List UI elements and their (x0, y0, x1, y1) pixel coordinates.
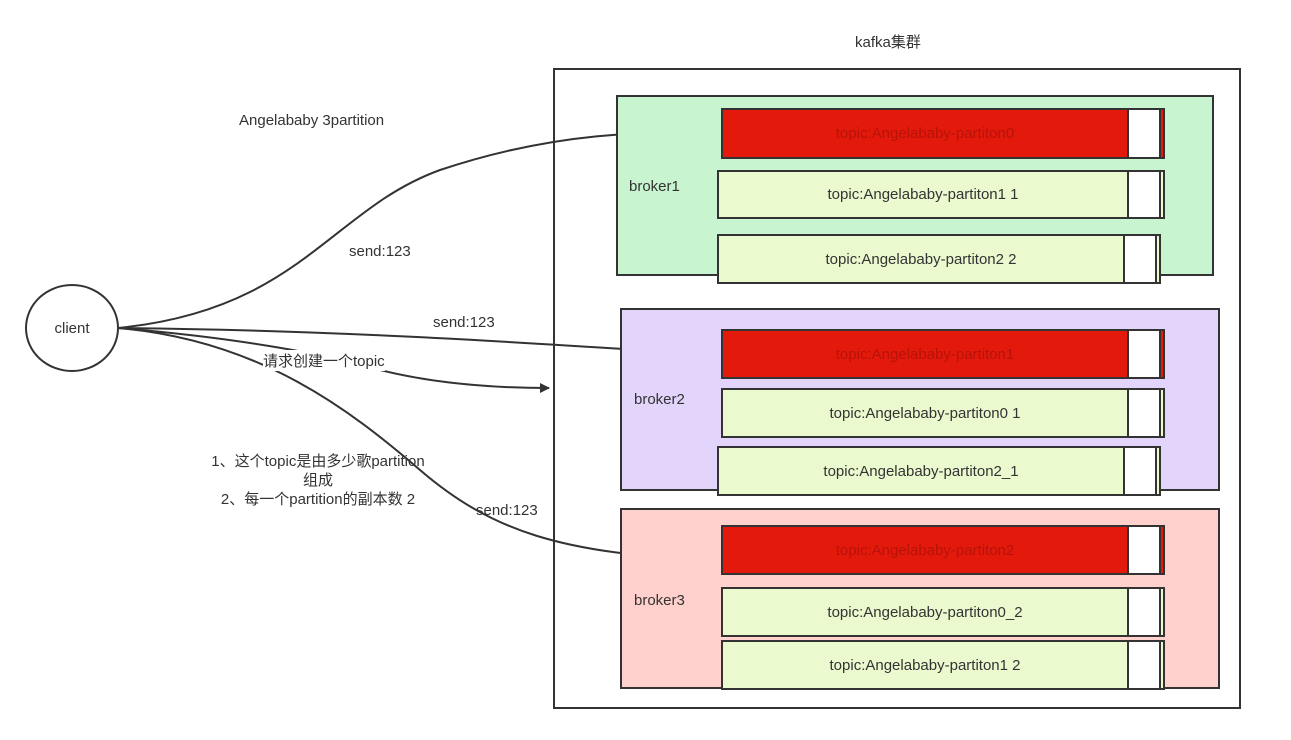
broker-3-partition-replica: topic:Angelababy-partiton1 2 (721, 640, 1165, 690)
broker-1-partition-leader: topic:Angelababy-partiton0 (721, 108, 1165, 159)
partition-slot (1127, 525, 1161, 575)
partition-label: topic:Angelababy-partiton1 (835, 345, 1015, 363)
partition-slot (1127, 587, 1161, 637)
partition-label: topic:Angelababy-partiton2 (835, 541, 1015, 559)
broker-1-partition-replica: topic:Angelababy-partiton1 1 (717, 170, 1165, 219)
topic-notes: 1、这个topic是由多少歌partition 组成 2、每一个partitio… (180, 452, 456, 509)
note-line-1: 1、这个topic是由多少歌partition (211, 453, 425, 470)
topic-label: Angelababy 3partition (239, 112, 385, 129)
partition-slot (1123, 234, 1157, 284)
broker-2-partition-replica: topic:Angelababy-partiton0 1 (721, 388, 1165, 438)
broker-1-partition-replica: topic:Angelababy-partiton2 2 (717, 234, 1161, 284)
edge-label-create-topic: 请求创建一个topic (263, 350, 385, 371)
partition-label: topic:Angelababy-partiton0 (835, 125, 1015, 142)
partition-slot (1127, 640, 1161, 690)
edge-label-send-2: send:123 (433, 314, 495, 331)
cluster-title: kafka集群 (855, 34, 921, 51)
partition-slot (1127, 329, 1161, 379)
edge-send-broker3 (117, 327, 719, 565)
client-node: client (25, 284, 119, 372)
broker-2-partition-replica: topic:Angelababy-partiton2_1 (717, 446, 1161, 496)
partition-slot (1127, 388, 1161, 438)
edge-label-send-3: send:123 (476, 502, 538, 519)
edge-label-send-1: send:123 (349, 243, 411, 260)
partition-label: topic:Angelababy-partiton0_2 (827, 603, 1023, 621)
partition-slot (1127, 108, 1161, 159)
note-line-2: 组成 (302, 472, 333, 489)
note-line-3: 2、每一个partition的副本数 2 (220, 491, 416, 508)
partition-label: topic:Angelababy-partiton2 2 (825, 250, 1017, 268)
partition-label: topic:Angelababy-partiton2_1 (823, 462, 1019, 480)
broker-3-label: broker3 (634, 592, 685, 609)
partition-label: topic:Angelababy-partiton1 2 (829, 656, 1021, 674)
partition-label: topic:Angelababy-partiton0 1 (829, 404, 1021, 422)
client-label: client (54, 319, 90, 337)
broker-2-partition-leader: topic:Angelababy-partiton1 (721, 329, 1165, 379)
partition-slot (1123, 446, 1157, 496)
partition-slot (1127, 170, 1161, 219)
partition-label: topic:Angelababy-partiton1 1 (827, 186, 1019, 203)
broker-2-label: broker2 (634, 391, 685, 408)
broker-3-partition-replica: topic:Angelababy-partiton0_2 (721, 587, 1165, 637)
broker-3-partition-leader: topic:Angelababy-partiton2 (721, 525, 1165, 575)
broker-1-label: broker1 (629, 178, 680, 195)
kafka-cluster (553, 68, 1241, 709)
